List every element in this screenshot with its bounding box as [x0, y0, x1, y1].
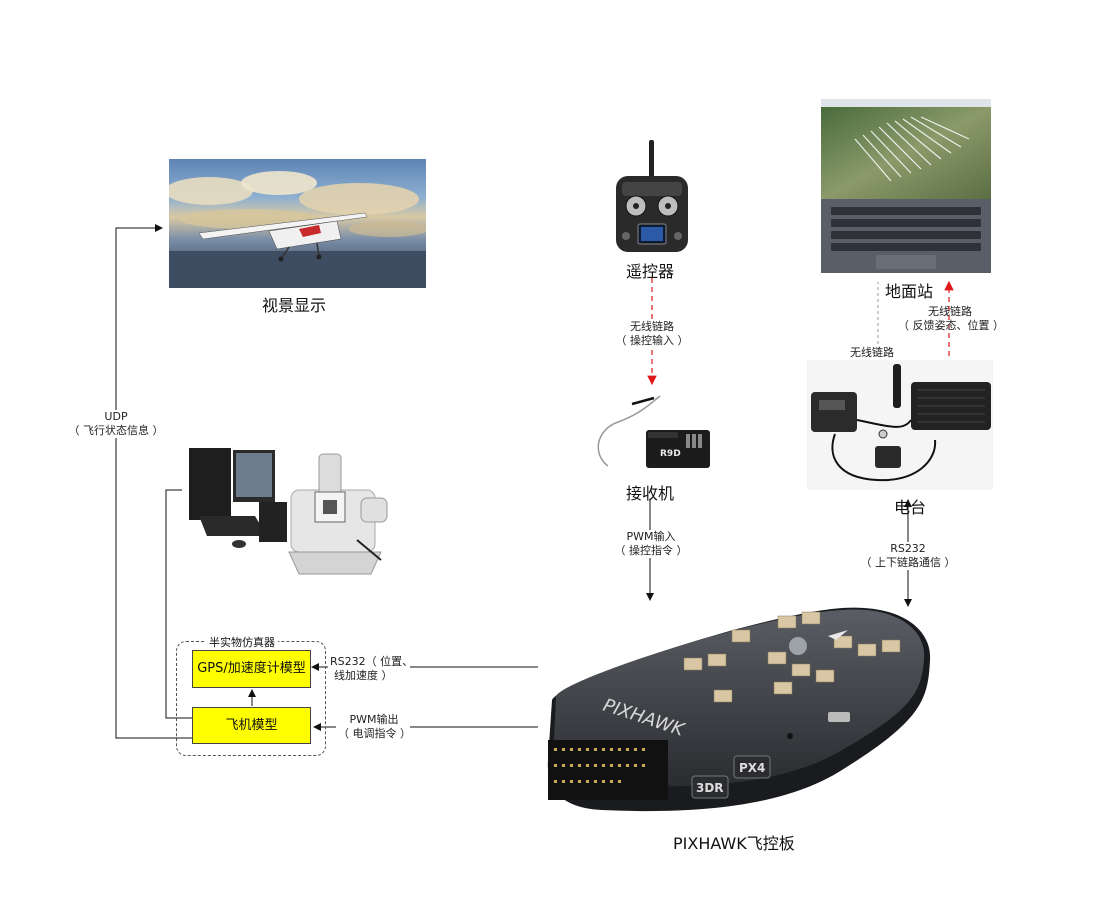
pixhawk-3dr-text: 3DR [696, 781, 724, 795]
gps-accelerometer-model: GPS/加速度计模型 [192, 650, 311, 688]
remote-controller-icon [616, 140, 688, 252]
receiver-model-text: R9D [660, 449, 681, 459]
radio-label: 电台 [894, 498, 927, 517]
pixhawk-px4-text: PX4 [739, 761, 765, 775]
pixhawk-image: PIXHAWK 3DR PX4 [542, 600, 934, 818]
simulator-link [165, 489, 192, 719]
ground-station-image [821, 99, 991, 273]
rc-wireless-note-line1: 无线链路 [630, 320, 674, 333]
rs232-gps-note-line2: 线加速度 ） [334, 669, 393, 682]
rs232-radio-note-line1: RS232 [890, 542, 926, 555]
receiver-image: R9D [588, 390, 718, 476]
aircraft-model: 飞机模型 [192, 707, 311, 744]
gs-wireless-note-line1: 无线链路 [928, 305, 972, 318]
rs232-radio-note-line2: （ 上下链路通信 ） [860, 556, 956, 569]
udp-note-line2: （ 飞行状态信息 ） [68, 424, 164, 437]
radio-icon [811, 364, 991, 482]
pwm-out-note-line2: （ 电调指令 ） [338, 727, 411, 740]
receiver-label: 接收机 [626, 484, 675, 503]
rs232-gps-note-line1: RS232（ 位置、 [330, 655, 414, 668]
pwm-in-note-line1: PWM输入 [626, 530, 676, 543]
airplane-scene [169, 171, 426, 288]
ground-station-label: 地面站 [885, 282, 934, 301]
udp-link [115, 224, 192, 739]
pixhawk-label: PIXHAWK飞控板 [673, 834, 795, 853]
radio-image [807, 360, 993, 490]
udp-note-line1: UDP [104, 410, 128, 423]
rs232-radio-note: RS232 （ 上下链路通信 ） [858, 542, 958, 570]
rc-wireless-note-line2: （ 操控输入 ） [615, 334, 689, 347]
hil-simulator-label: 半实物仿真器 [206, 634, 278, 650]
pwm-in-note-line2: （ 操控指令 ） [614, 544, 688, 557]
udp-note: UDP （ 飞行状态信息 ） [66, 410, 166, 438]
rs232-gps-note: RS232（ 位置、 线加速度 ） [330, 655, 414, 683]
remote-controller-image [612, 140, 692, 254]
gps-accelerometer-model-label: GPS/加速度计模型 [197, 661, 306, 676]
aircraft-model-label: 飞机模型 [225, 717, 278, 733]
visual-display-label: 视景显示 [262, 296, 327, 315]
pwm-in-note: PWM输入 （ 操控指令 ） [606, 530, 696, 558]
receiver-icon: R9D [597, 395, 710, 468]
radio-wireless-note: 无线链路 [850, 346, 894, 359]
visual-display-image [169, 159, 426, 288]
gs-wireless-note-line2: （ 反馈姿态、位置 ） [898, 319, 1004, 332]
pwm-out-note: PWM输出 （ 电调指令 ） [338, 713, 411, 741]
gs-wireless-note: 无线链路 （ 反馈姿态、位置 ） [898, 305, 1004, 333]
pixhawk-board-icon: PIXHAWK 3DR PX4 [547, 607, 931, 812]
workstation-icon [189, 448, 388, 575]
simulator-workstation-image [185, 440, 395, 580]
laptop-icon [821, 99, 991, 273]
remote-controller-label: 遥控器 [626, 262, 675, 281]
rc-wireless-note: 无线链路 （ 操控输入 ） [606, 320, 698, 348]
pwm-out-note-line1: PWM输出 [349, 713, 399, 726]
